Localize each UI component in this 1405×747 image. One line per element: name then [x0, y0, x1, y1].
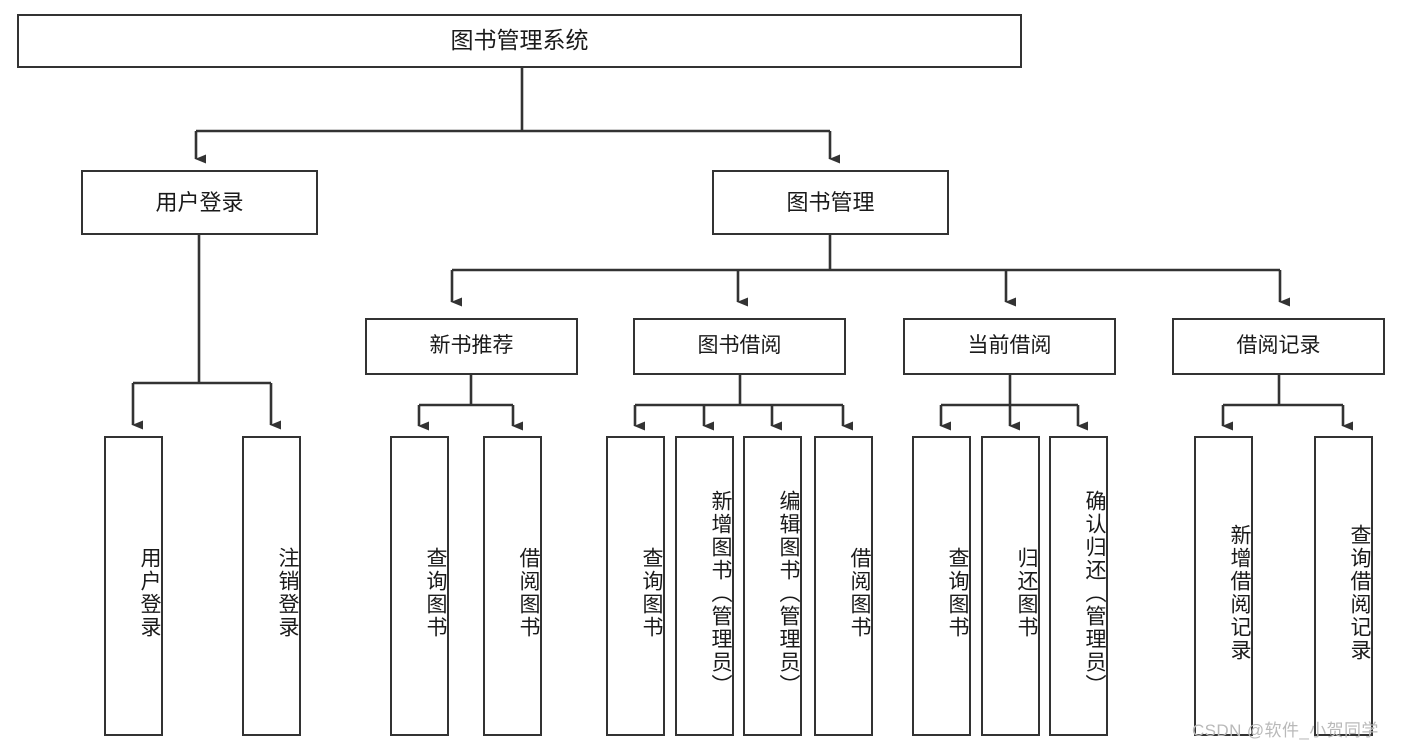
node-root-system[interactable]: 图书管理系统 — [17, 14, 1022, 68]
node-new-book-recommend[interactable]: 新书推荐 — [365, 318, 578, 375]
leaf-confirm-return-admin[interactable]: 确认归还（管理员） — [1049, 436, 1108, 736]
leaf-borrow-book[interactable]: 借阅图书 — [814, 436, 873, 736]
leaf-return-book[interactable]: 归还图书 — [981, 436, 1040, 736]
node-user-login[interactable]: 用户登录 — [81, 170, 318, 235]
leaf-user-login[interactable]: 用户登录 — [104, 436, 163, 736]
node-borrow-record[interactable]: 借阅记录 — [1172, 318, 1385, 375]
leaf-edit-book-admin[interactable]: 编辑图书（管理员） — [743, 436, 802, 736]
node-book-borrow[interactable]: 图书借阅 — [633, 318, 846, 375]
node-current-borrow[interactable]: 当前借阅 — [903, 318, 1116, 375]
leaf-query-borrow-record[interactable]: 查询借阅记录 — [1314, 436, 1373, 736]
leaf-add-book-admin[interactable]: 新增图书（管理员） — [675, 436, 734, 736]
leaf-query-book-current[interactable]: 查询图书 — [912, 436, 971, 736]
leaf-borrow-book-recommend[interactable]: 借阅图书 — [483, 436, 542, 736]
leaf-query-book-borrow[interactable]: 查询图书 — [606, 436, 665, 736]
node-book-management[interactable]: 图书管理 — [712, 170, 949, 235]
leaf-add-borrow-record[interactable]: 新增借阅记录 — [1194, 436, 1253, 736]
leaf-query-book-recommend[interactable]: 查询图书 — [390, 436, 449, 736]
csdn-watermark: CSDN @软件_小贺同学 — [1192, 721, 1379, 740]
leaf-user-logout[interactable]: 注销登录 — [242, 436, 301, 736]
